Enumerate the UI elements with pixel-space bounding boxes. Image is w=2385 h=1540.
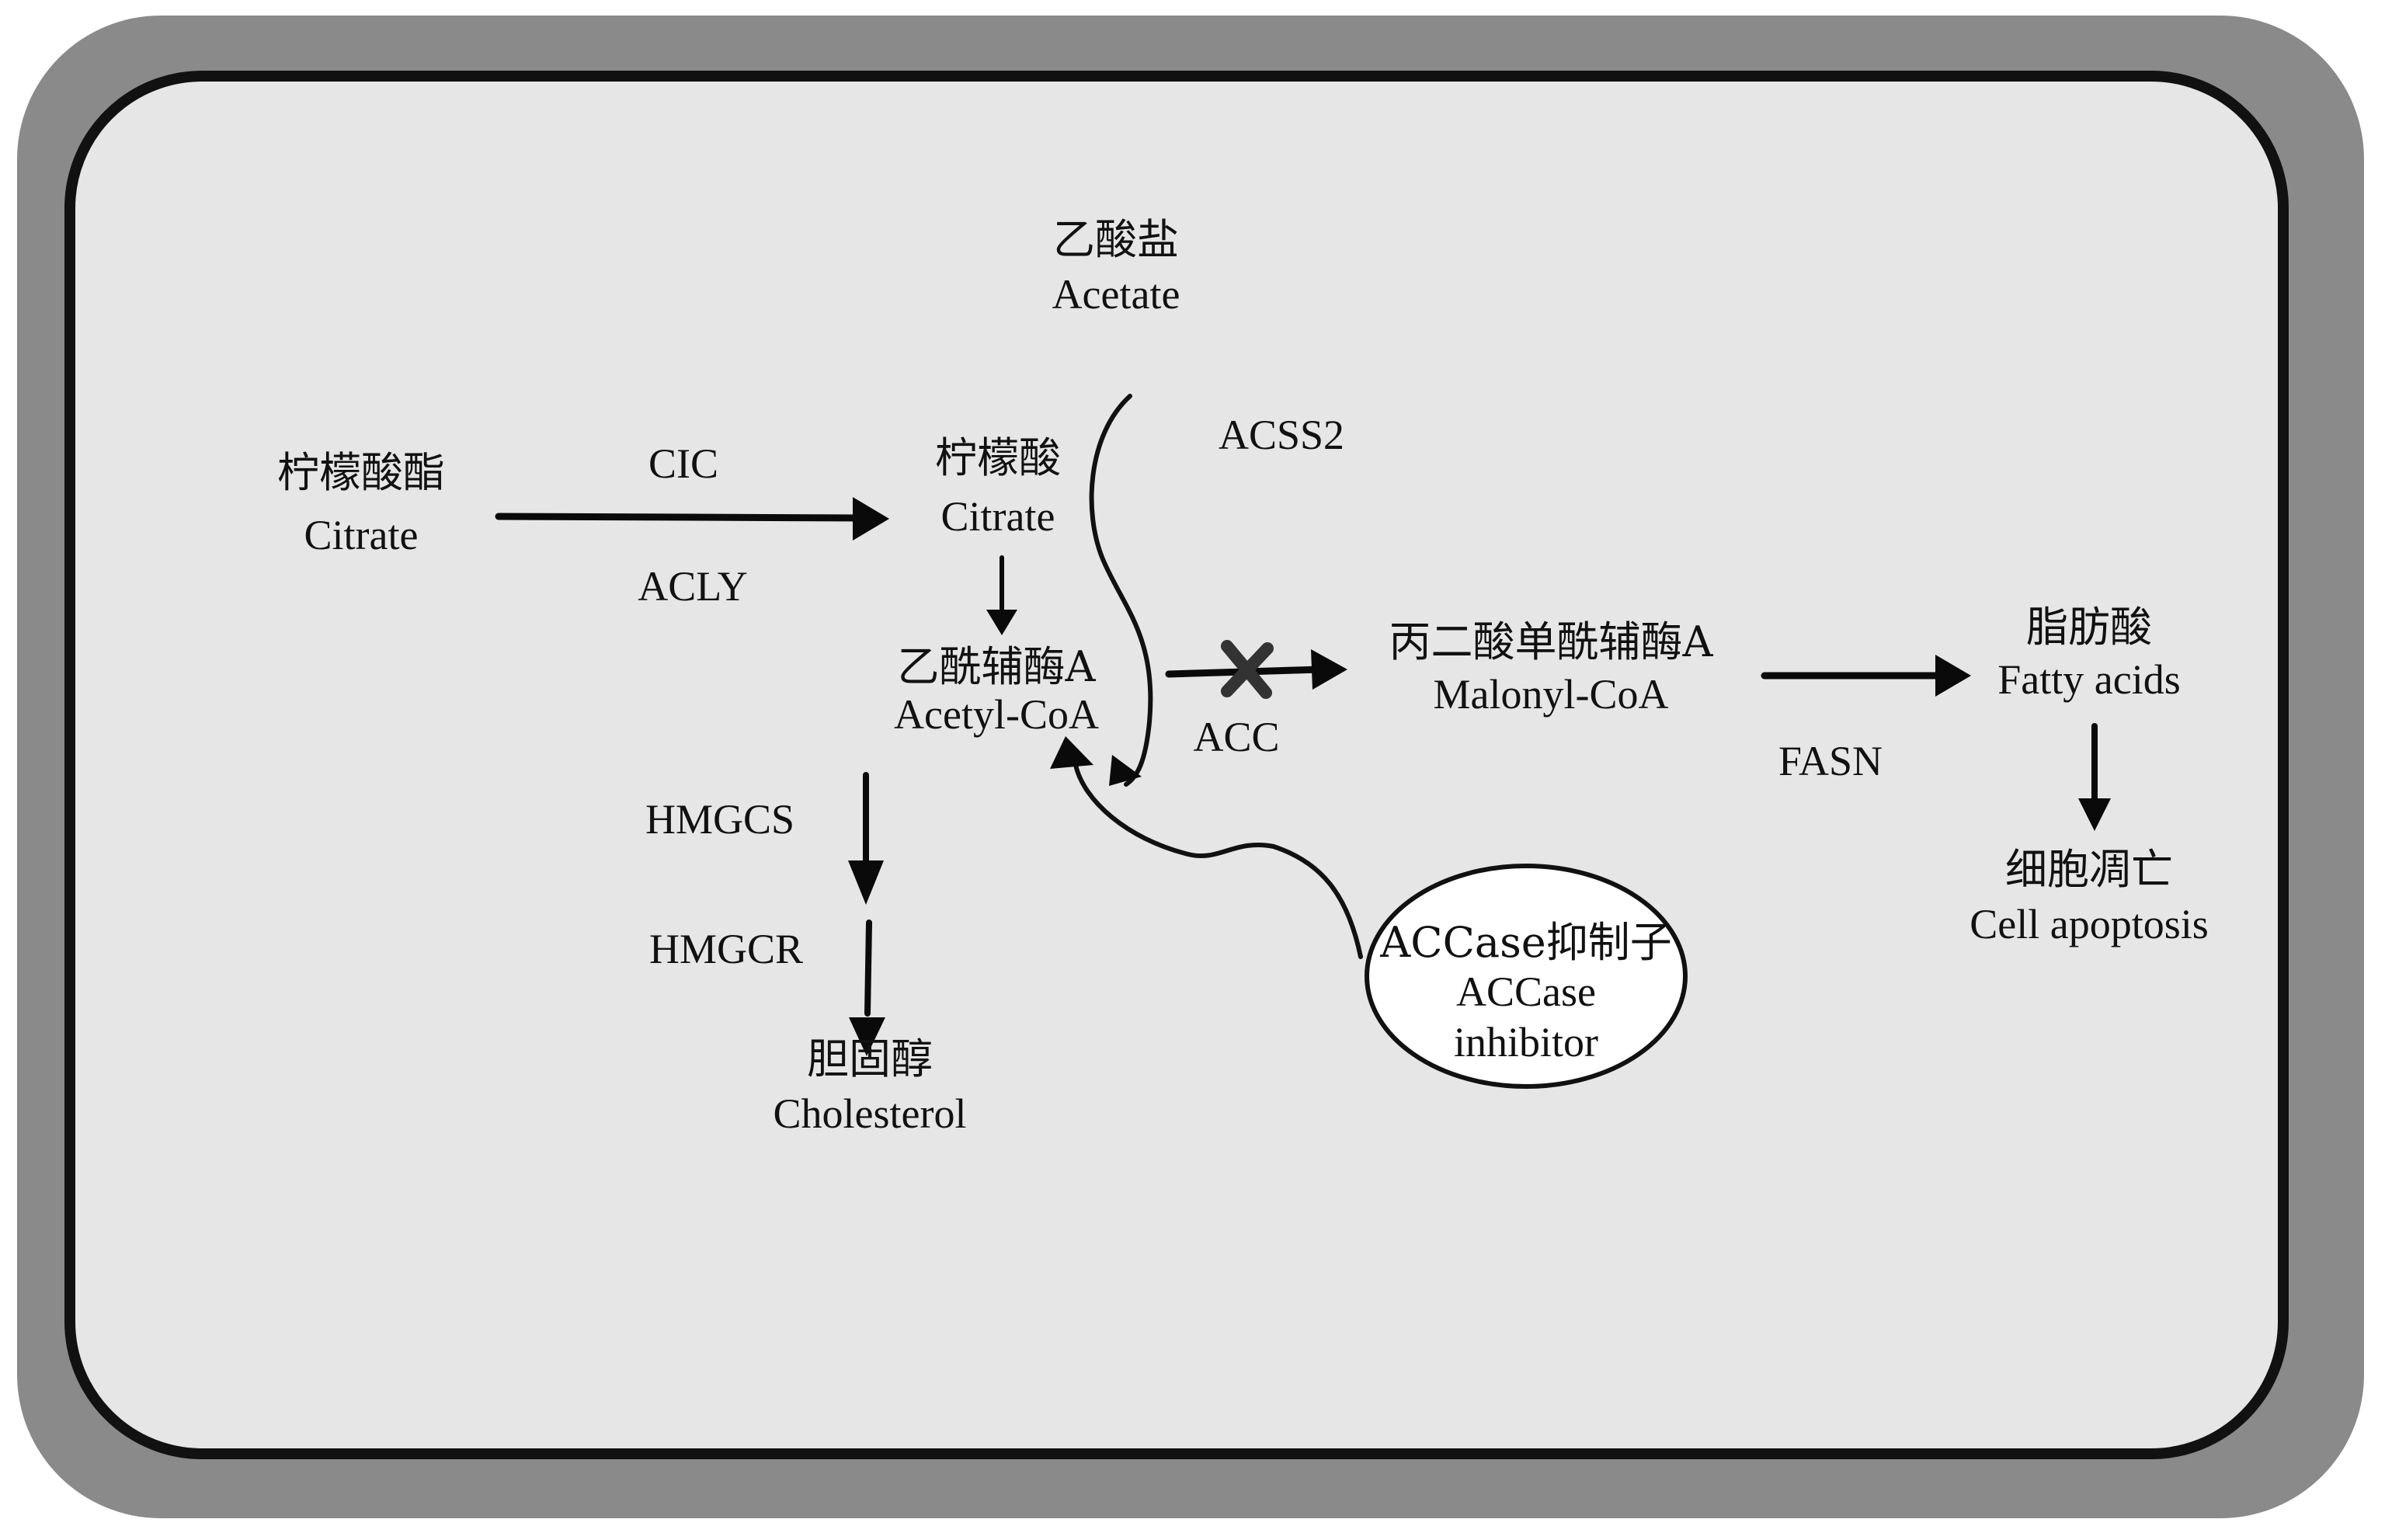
node-apoptosis-zh: 细胞凋亡 [2005, 845, 2173, 894]
arrow-acetate-to-acetylcoa [1089, 394, 1153, 787]
node-citrate-en: Citrate [941, 493, 1055, 540]
arrow-citrate-to-citrate [495, 497, 889, 541]
arrow-inhibitor-to-acetylcoa [1050, 736, 1363, 959]
arrow-fattyacids-to-apoptosis [2078, 723, 2111, 831]
node-acetate: 乙酸盐 Acetate [1052, 215, 1180, 318]
enzyme-acss2-label: ACSS2 [1219, 412, 1344, 458]
node-acetate-zh: 乙酸盐 [1053, 215, 1179, 264]
node-citrate: 柠檬酸 Citrate [935, 433, 1061, 540]
arrow-acetylcoa-to-hmg [848, 772, 884, 905]
node-cholesterol: 胆固醇 Cholesterol [774, 1034, 967, 1137]
node-inhibitor-zh: ACCase抑制子 [1379, 918, 1672, 967]
block-x-icon [1221, 640, 1274, 699]
node-inhibitor-en-1: ACCase [1456, 968, 1596, 1015]
inhibitor-ellipse [1365, 864, 1688, 1089]
node-apoptosis-en: Cell apoptosis [1970, 901, 2209, 947]
enzyme-acly-label: ACLY [638, 563, 748, 610]
enzyme-hmgcs-label: HMGCS [645, 796, 794, 843]
node-fatty-acids-zh: 脂肪酸 [2026, 603, 2152, 652]
enzyme-hmgcr-label: HMGCR [649, 926, 803, 972]
node-cholesterol-en: Cholesterol [774, 1090, 967, 1137]
node-malonyl-coa-en: Malonyl-CoA [1434, 671, 1669, 718]
node-inhibitor: ACCase抑制子 ACCase inhibitor [1365, 864, 1688, 1089]
node-citrate-cyto-zh: 柠檬酸酯 [277, 448, 445, 497]
arrow-hmg-to-cholesterol [849, 919, 885, 1056]
node-malonyl-coa: 丙二酸单酰辅酶A Malonyl-CoA [1389, 617, 1714, 718]
node-apoptosis: 细胞凋亡 Cell apoptosis [1970, 845, 2209, 947]
enzyme-fasn-label: FASN [1778, 738, 1883, 784]
node-fatty-acids-en: Fatty acids [1997, 656, 2180, 703]
node-acetyl-coa-zh: 乙酰辅酶A [898, 642, 1097, 691]
node-inhibitor-en-2: inhibitor [1454, 1019, 1598, 1065]
node-malonyl-coa-zh: 丙二酸单酰辅酶A [1389, 617, 1714, 666]
arrow-citrate-to-acetylcoa [986, 555, 1017, 635]
node-fatty-acids: 脂肪酸 Fatty acids [1997, 603, 2180, 703]
arrow-malonylcoa-to-fattyacids [1761, 655, 1971, 697]
node-acetyl-coa: 乙酰辅酶A Acetyl-CoA [894, 642, 1099, 738]
cell-membrane [64, 71, 2289, 1459]
node-citrate-cyto: 柠檬酸酯 Citrate [277, 448, 445, 558]
node-acetyl-coa-en: Acetyl-CoA [894, 691, 1099, 738]
enzyme-cic-label: CIC [648, 440, 718, 487]
node-cholesterol-zh: 胆固醇 [807, 1034, 933, 1083]
node-citrate-cyto-en: Citrate [304, 512, 419, 558]
node-citrate-zh: 柠檬酸 [935, 433, 1061, 482]
enzyme-acc-label: ACC [1193, 714, 1279, 760]
node-acetate-en: Acetate [1052, 271, 1180, 318]
